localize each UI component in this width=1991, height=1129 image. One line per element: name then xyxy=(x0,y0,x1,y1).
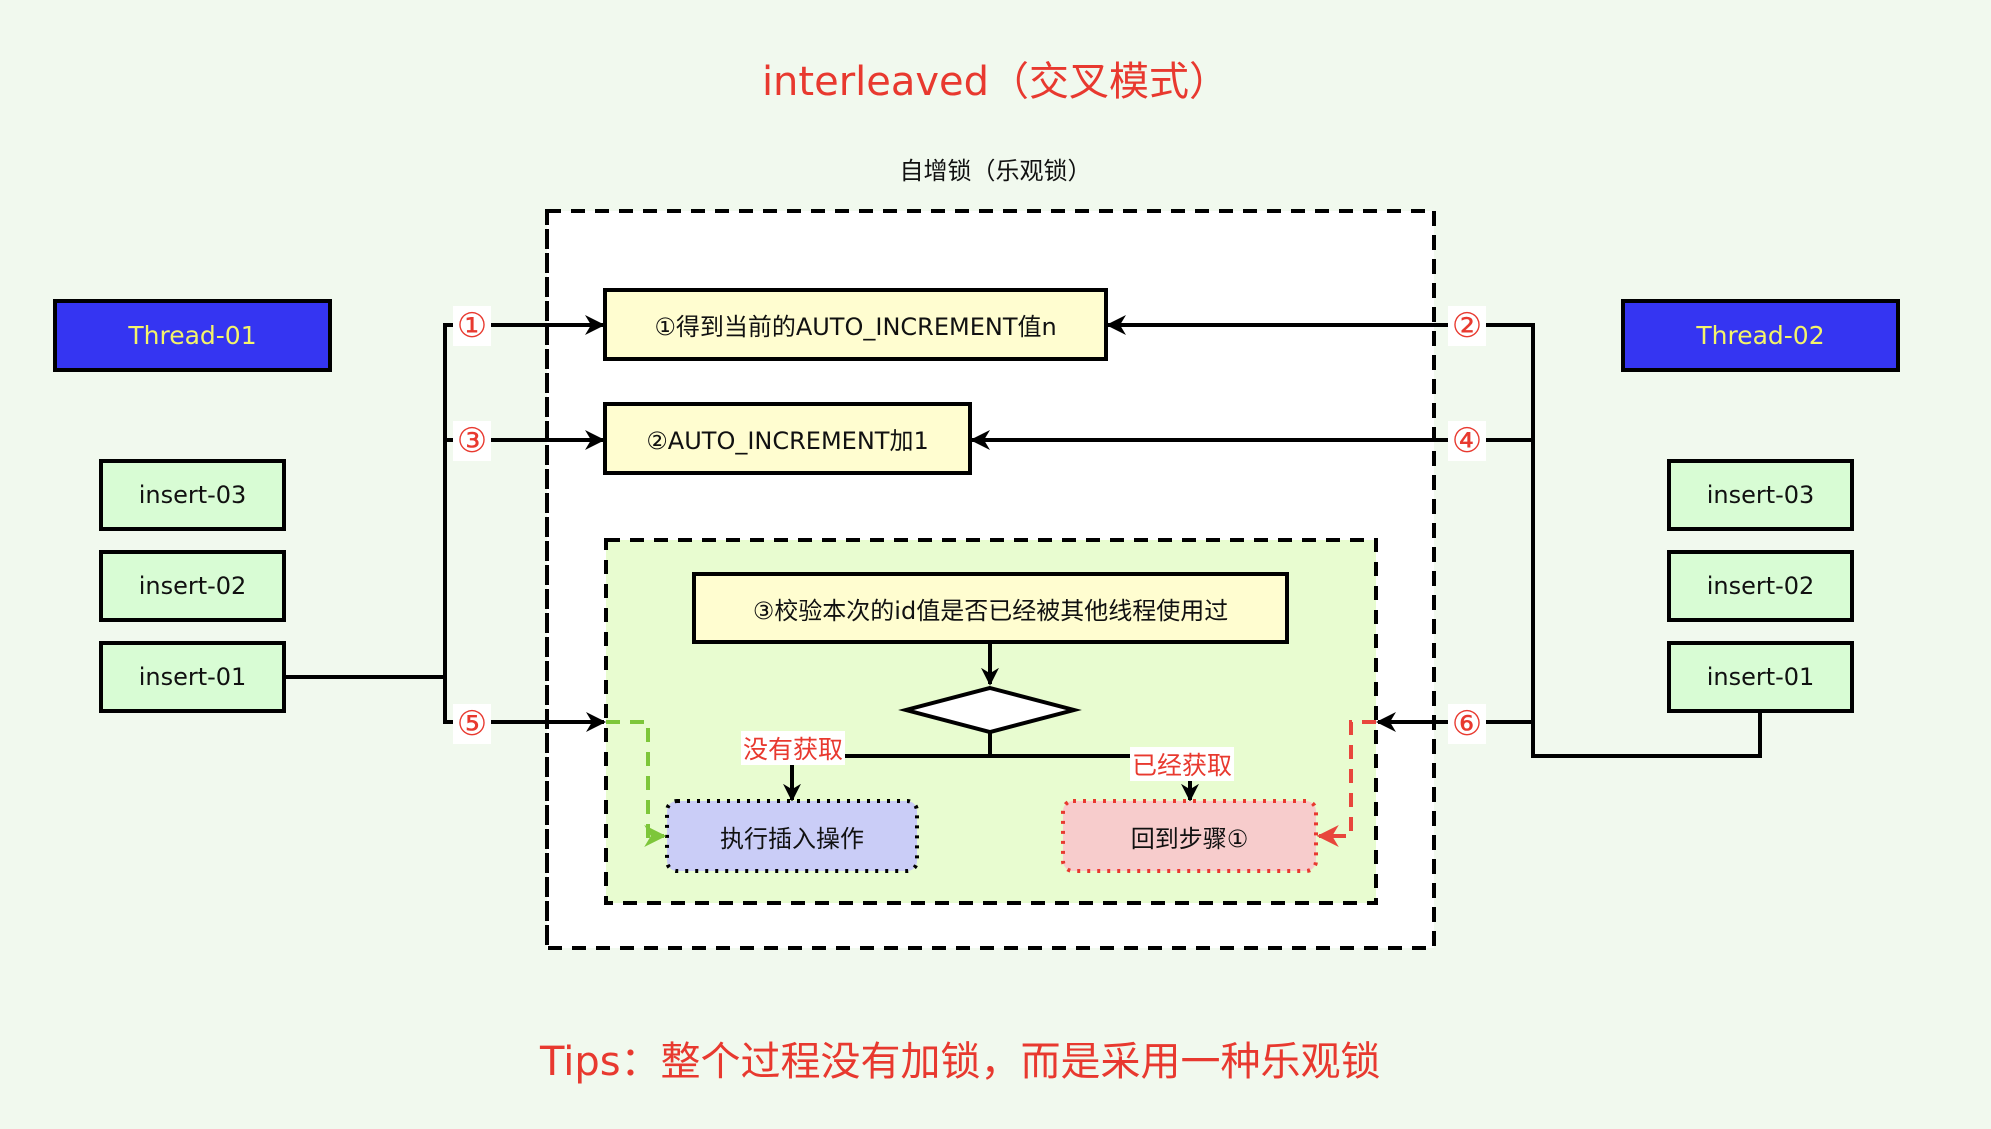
step3-box[interactable] xyxy=(692,572,1289,644)
step-badge-4: ④ xyxy=(1448,421,1486,461)
green-dashed-path xyxy=(606,720,667,847)
insert-action-box[interactable] xyxy=(665,799,919,873)
step1-label: ①得到当前的AUTO_INCREMENT值n xyxy=(654,313,1057,341)
step-badge-3: ③ xyxy=(453,421,491,461)
left-insert-02-label: insert-02 xyxy=(138,572,247,600)
left-insert-01-label: insert-01 xyxy=(138,663,247,691)
retry-action-box[interactable] xyxy=(1061,799,1318,873)
thread-02-label: Thread-02 xyxy=(1696,321,1825,350)
thread-01-box[interactable] xyxy=(53,299,332,372)
red-dashed-path xyxy=(1316,720,1376,847)
page-title: interleaved（交叉模式） xyxy=(761,59,1230,105)
left-insert-02-box[interactable] xyxy=(99,550,286,622)
right-insert-connector xyxy=(1533,711,1762,758)
step3-label: ③校验本次的id值是否已经被其他线程使用过 xyxy=(752,596,1229,625)
not-acquired-label: 没有获取 xyxy=(741,731,846,765)
left-insert-03-label: insert-03 xyxy=(138,481,247,509)
right-insert-02-box[interactable] xyxy=(1667,550,1854,622)
step-badge-2: ② xyxy=(1448,306,1486,346)
step-badge-6: ⑥ xyxy=(1448,704,1486,744)
step2-box[interactable] xyxy=(603,402,972,475)
step-badge-5: ⑤ xyxy=(453,704,491,744)
thread-01-label: Thread-01 xyxy=(128,321,257,350)
right-insert-02-label: insert-02 xyxy=(1706,572,1815,600)
right-insert-01-box[interactable] xyxy=(1667,641,1854,713)
right-insert-01-label: insert-01 xyxy=(1706,663,1815,691)
left-insert-03-box[interactable] xyxy=(99,459,286,531)
thread-02-box[interactable] xyxy=(1621,299,1900,372)
retry-action-label: 回到步骤① xyxy=(1130,824,1249,853)
step2-label: ②AUTO_INCREMENT加1 xyxy=(646,427,929,455)
step-badge-1: ① xyxy=(453,306,491,346)
acquired-label: 已经获取 xyxy=(1130,747,1235,781)
lock-region-title: 自增锁（乐观锁） xyxy=(899,156,1092,185)
insert-action-label: 执行插入操作 xyxy=(720,824,864,853)
right-insert-03-label: insert-03 xyxy=(1706,481,1815,509)
tips-note: Tips：整个过程没有加锁，而是采用一种乐观锁 xyxy=(540,1039,1381,1085)
right-insert-03-box[interactable] xyxy=(1667,459,1854,531)
